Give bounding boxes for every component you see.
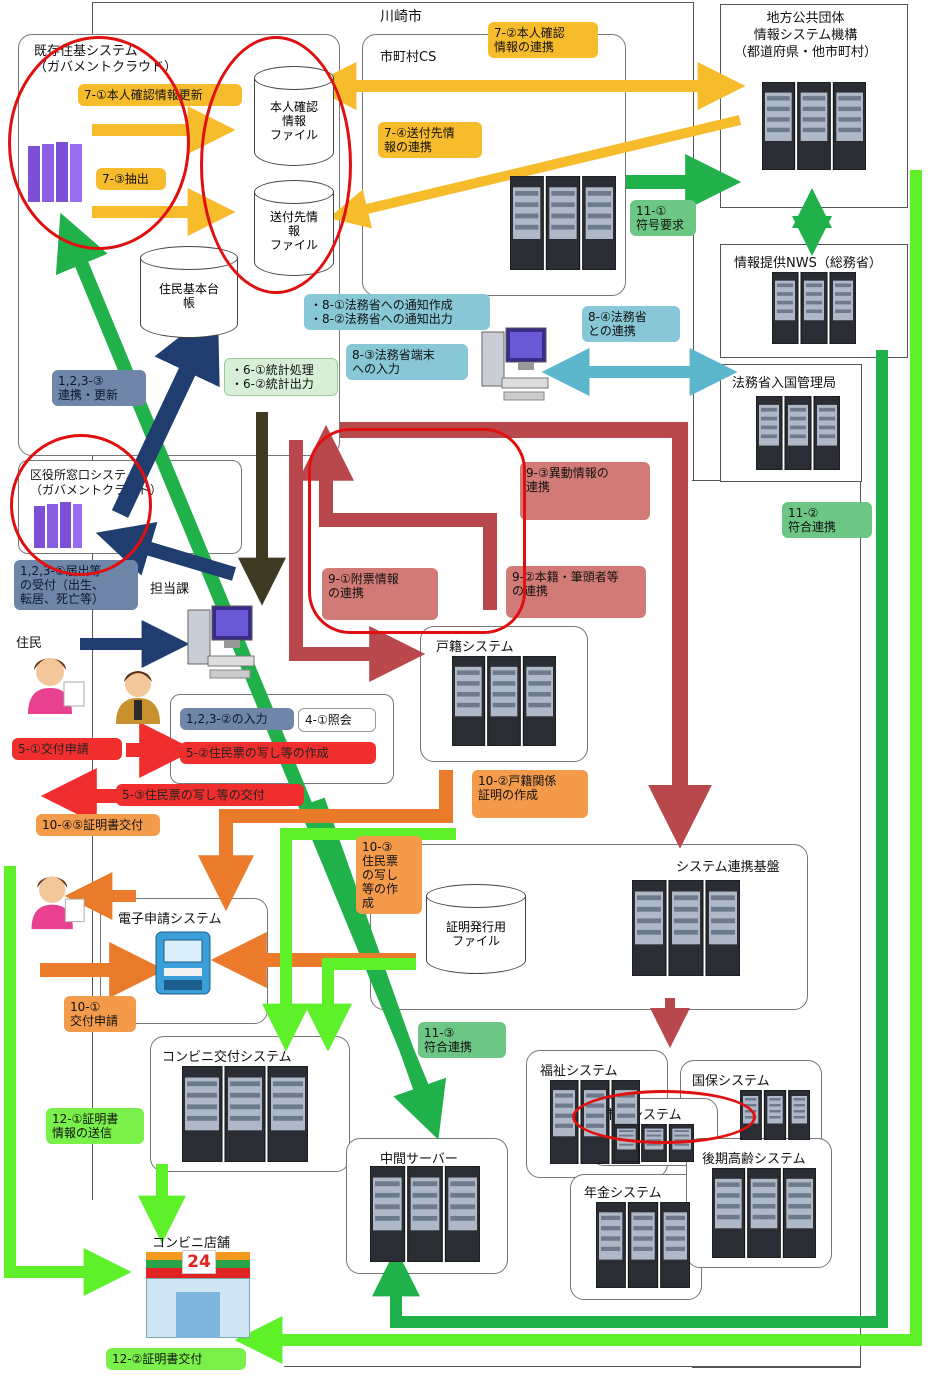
label-8-3: 8-③法務省端末 への入力 [346,344,468,380]
late-elderly-title: 後期高齢システム [702,1152,806,1167]
label-12-1: 12-①証明書 情報の送信 [46,1108,144,1144]
arrow-middle-server-green [372,350,888,1328]
middle-server-title: 中間サーバー [380,1152,458,1167]
staff-person-icon [116,671,160,724]
konbini-delivery-title: コンビニ交付システム [162,1050,292,1065]
welfare-title: 福祉システム [540,1064,618,1079]
nhi-title: 国保システム [692,1074,770,1089]
label-11-1: 11-① 符号要求 [630,200,696,236]
arrow-9-1-dark-red [289,440,426,682]
immigration-server-icon [756,396,840,470]
resident-title: 住民 [16,636,43,651]
konbini-store-title: コンビニ店舗 [152,1236,231,1251]
local-gov-server-icon [762,82,866,170]
arrow-10-2 [198,770,453,912]
arrow-11-2 [234,170,922,1364]
kawasaki-frame-bottom [284,1366,861,1367]
label-10-3: 10-③ 住民票 の写し 等の作 成 [356,836,422,914]
pension-server-icon [596,1202,690,1288]
kawasaki-title: 川崎市 [380,9,422,25]
highlight-existing-system [8,36,190,250]
immigration-title: 法務省入国管理局 [732,376,837,391]
system-link-server-icon [632,880,740,976]
konbini-store-icon: 24 [146,1250,250,1338]
arrow-9-2-dark-red [298,424,497,610]
label-5-2: 5-②住民票の写し等の作成 [180,742,376,764]
label-6: ・6-①統計処理 ・6-②統計出力 [224,358,338,396]
highlight-files [200,36,352,294]
arrow-12-2 [4,866,132,1296]
city-cs-frame [362,34,626,296]
resident-ledger-cylinder: 住民基本台 帳 [140,246,238,338]
store-number: 24 [182,1250,216,1274]
konbini-delivery-server-icon [182,1066,308,1162]
family-register-title: 戸籍システム [436,640,514,655]
label-5-3: 5-③住民票の写し等の交付 [116,784,304,806]
in-charge-title: 担当課 [150,582,190,597]
highlight-9-1 [308,428,526,634]
resident-person-icon [28,658,85,714]
label-1233-3: 1,2,3-③ 連携・更新 [52,370,146,406]
certificate-file-cylinder: 証明発行用 ファイル [426,884,526,974]
in-charge-pc-icon [187,605,255,679]
middle-server-server-icon [370,1166,480,1262]
label-8-4: 8-④法務省 との連携 [582,306,680,342]
label-8-1-8-2: ・8-①法務省への通知作成 ・8-②法務省への通知出力 [304,294,490,330]
label-9-3: 9-③異動情報の 連携 [520,462,650,520]
city-cs-title: 市町村CS [380,50,437,65]
arrow-konbini-lime-1 [262,828,456,1052]
label-10-2: 10-②戸籍関係 証明の作成 [472,770,588,818]
label-1233-2: 1,2,3-②の入力 [180,708,294,730]
label-7-4: 7-④送付先情 報の連携 [378,122,482,158]
label-12-2: 12-②証明書交付 [106,1348,246,1370]
applicant-person-icon [31,876,85,930]
e-application-title: 電子申請システム [118,912,222,927]
local-gov-title: 地方公共団体 情報システム機構 （都道府県・他市町村） [734,11,878,60]
label-10-45: 10-④⑤証明書交付 [36,814,160,836]
nws-title: 情報提供NWS（総務省） [734,256,882,271]
highlight-city-tax [572,1090,756,1144]
label-7-2: 7-②本人確認 情報の連携 [488,22,598,58]
moj-terminal-pc-icon [481,327,549,401]
label-4-1: 4-①照会 [298,708,376,732]
label-11-2: 11-② 符合連携 [782,502,872,538]
label-10-1: 10-① 交付申請 [64,996,136,1032]
arrow-konbini-lime-2 [304,958,416,1052]
label-5-1: 5-①交付申請 [12,738,122,760]
label-11-3: 11-③ 符合連携 [418,1022,506,1058]
highlight-ward-window [10,434,152,576]
kawasaki-frame-left [92,480,93,1200]
arrow-7-4 [328,115,742,229]
city-cs-server-icon [510,176,616,270]
system-link-title: システム連携基盤 [676,860,780,875]
label-9-2: 9-②本籍・筆頭者等 の連携 [506,566,646,618]
family-register-server-icon [452,656,556,746]
late-elderly-server-icon [712,1168,816,1258]
pension-title: 年金システム [584,1186,662,1201]
kiosk-terminal-icon [155,931,211,995]
nws-server-icon [772,272,856,344]
